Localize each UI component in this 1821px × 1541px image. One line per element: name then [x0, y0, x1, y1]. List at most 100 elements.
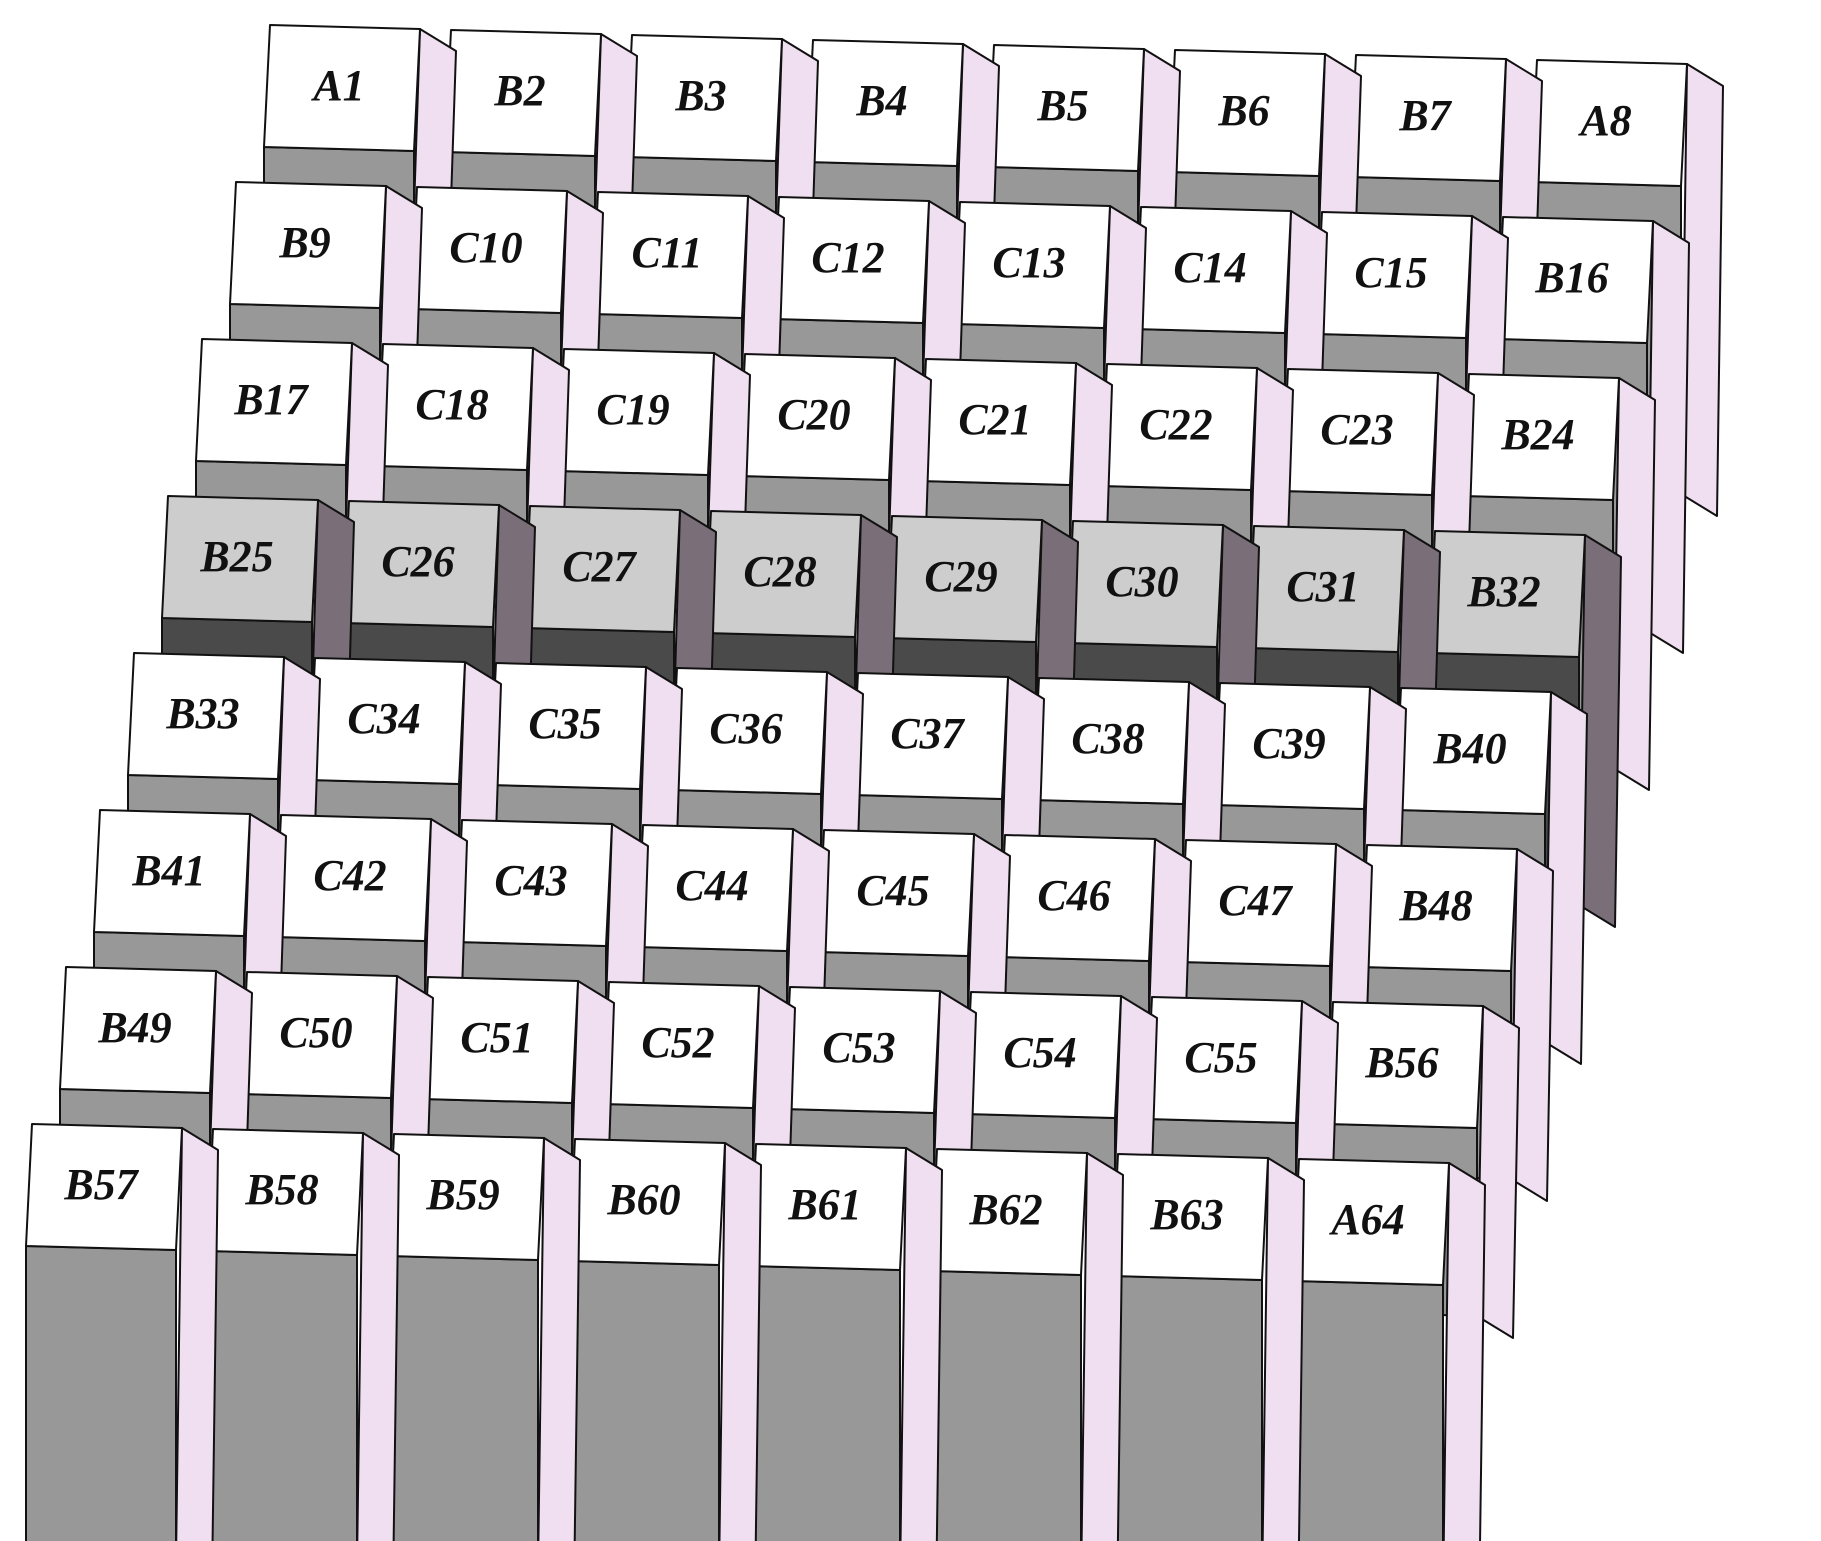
block-side-face: [1442, 1162, 1486, 1541]
block-label: C10: [449, 223, 522, 272]
block-label: C38: [1071, 714, 1144, 763]
block-label: C46: [1037, 871, 1110, 920]
block-label: C47: [1218, 876, 1293, 925]
block-label: B33: [165, 689, 239, 738]
block-label: C50: [279, 1008, 352, 1057]
block-label: B57: [63, 1160, 139, 1209]
block-side-face: [175, 1127, 219, 1541]
block-label: C23: [1320, 405, 1393, 454]
block-label: C37: [890, 709, 965, 758]
block-front-face: [1292, 1280, 1444, 1541]
block-c42: C42: [274, 814, 468, 1022]
block-front-face: [930, 1270, 1082, 1541]
block-label: C20: [777, 390, 850, 439]
block-label: B16: [1534, 253, 1608, 302]
block-top-face: [263, 24, 421, 152]
block-label: C12: [811, 233, 884, 282]
block-label: C30: [1105, 557, 1178, 606]
block-front-face: [568, 1260, 720, 1541]
block-label: B41: [131, 846, 205, 895]
block-label: B4: [855, 76, 907, 125]
block-label: C14: [1173, 243, 1246, 292]
block-label: C43: [494, 856, 567, 905]
block-c55: C55: [1145, 996, 1339, 1204]
block-label: B48: [1398, 881, 1472, 930]
block-label: B3: [674, 71, 726, 120]
block-label: C13: [992, 238, 1065, 287]
block-label: C19: [596, 385, 669, 434]
block-label: C52: [641, 1018, 714, 1067]
block-front-face: [1111, 1275, 1263, 1541]
block-label: B6: [1217, 86, 1269, 135]
block-label: C53: [822, 1023, 895, 1072]
block-side-face: [1261, 1157, 1305, 1541]
block-top-face: [161, 495, 319, 623]
block-label: C21: [958, 395, 1031, 444]
block-label: C15: [1354, 248, 1427, 297]
block-b63: B63: [1111, 1153, 1305, 1541]
block-top-face: [229, 181, 387, 309]
block-label: C35: [528, 699, 601, 748]
block-label: B9: [278, 218, 330, 267]
block-top-face: [127, 652, 285, 780]
block-b57: B57: [25, 1123, 219, 1541]
block-label: C27: [562, 542, 637, 591]
block-label: B58: [244, 1165, 318, 1214]
block-side-face: [537, 1137, 581, 1541]
block-front-face: [749, 1265, 901, 1541]
block-label: B2: [493, 66, 545, 115]
block-label: B5: [1036, 81, 1088, 130]
block-top-face: [195, 338, 353, 466]
block-side-face: [1080, 1152, 1124, 1541]
block-top-face: [59, 966, 217, 1094]
block-b60: B60: [568, 1138, 762, 1541]
block-label: C31: [1286, 562, 1359, 611]
block-front-face: [206, 1250, 358, 1541]
block-label: B60: [606, 1175, 680, 1224]
block-label: C55: [1184, 1033, 1257, 1082]
block-label: C44: [675, 861, 748, 910]
block-label: B56: [1364, 1038, 1438, 1087]
block-side-face: [718, 1142, 762, 1541]
block-label: C34: [347, 694, 420, 743]
block-label: C51: [460, 1013, 533, 1062]
block-label: A64: [1328, 1195, 1404, 1244]
block-b59: B59: [387, 1133, 581, 1541]
block-b58: B58: [206, 1128, 400, 1541]
block-label: B61: [787, 1180, 861, 1229]
block-label: C22: [1139, 400, 1212, 449]
block-front-face: [387, 1255, 539, 1541]
block-b49: B49: [59, 966, 253, 1174]
block-front-face: [25, 1245, 177, 1541]
block-label: C18: [415, 380, 488, 429]
block-label: C28: [743, 547, 816, 596]
block-side-face: [899, 1147, 943, 1541]
block-label: B32: [1466, 567, 1540, 616]
block-label: B63: [1149, 1190, 1223, 1239]
block-a64: A64: [1292, 1158, 1486, 1541]
block-label: C45: [856, 866, 929, 915]
block-label: B59: [425, 1170, 499, 1219]
block-label: A1: [310, 61, 364, 110]
block-b33: B33: [127, 652, 321, 860]
block-label: C42: [313, 851, 386, 900]
block-label: B24: [1500, 410, 1574, 459]
block-label: B25: [199, 532, 273, 581]
block-label: C36: [709, 704, 782, 753]
block-label: B17: [233, 375, 309, 424]
block-label: C26: [381, 537, 454, 586]
block-b62: B62: [930, 1148, 1124, 1541]
block-label: A8: [1577, 96, 1631, 145]
block-c14: C14: [1134, 206, 1328, 414]
block-top-face: [93, 809, 251, 937]
block-label: C39: [1252, 719, 1325, 768]
block-label: C54: [1003, 1028, 1076, 1077]
block-side-face: [356, 1132, 400, 1541]
block-label: B62: [968, 1185, 1042, 1234]
block-b61: B61: [749, 1143, 943, 1541]
block-top-face: [25, 1123, 183, 1251]
block-label: B49: [97, 1003, 171, 1052]
block-label: C11: [632, 228, 703, 277]
block-label: B7: [1398, 91, 1452, 140]
